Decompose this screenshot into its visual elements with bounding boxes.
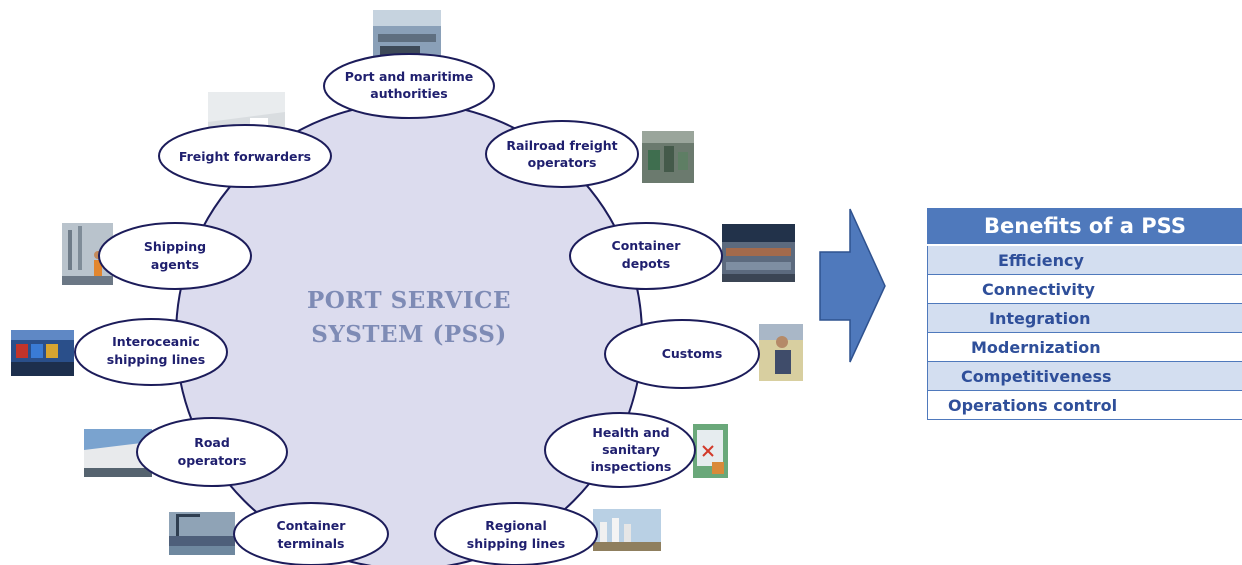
node-interoceanic: Interoceanic shipping lines (74, 318, 228, 386)
benefit-connectivity: Connectivity (982, 279, 1095, 299)
node-container-terminals-line1: Container (277, 518, 347, 533)
node-customs: Customs (604, 319, 760, 389)
benefit-row: Competitiveness (927, 362, 1242, 391)
arrow-right-icon (819, 208, 886, 363)
node-freight-forwarders-line1: Freight forwarders (179, 149, 311, 164)
port-photo (373, 10, 441, 62)
container-depot-photo (722, 224, 795, 282)
benefits-table: Benefits of a PSS Efficiency Connectivit… (927, 208, 1242, 420)
node-railroad-line2: operators (528, 155, 597, 170)
node-container-depots: Container depots (569, 222, 723, 290)
node-railroad-line1: Railroad freight (506, 138, 617, 153)
node-health: Health and sanitary inspections (544, 412, 696, 488)
node-regional-line1: Regional (485, 518, 547, 533)
node-customs-line1: Customs (662, 346, 723, 361)
benefit-row: Integration (927, 304, 1242, 333)
node-health-line3: inspections (591, 459, 672, 474)
benefit-row: Connectivity (927, 275, 1242, 304)
health-photo (693, 424, 728, 478)
node-shipping-agents: Shipping agents (98, 222, 252, 290)
node-health-line2: sanitary (602, 442, 660, 457)
node-port-authorities: Port and maritime authorities (323, 53, 495, 119)
node-road-line2: operators (178, 453, 247, 468)
photo-thumbnails (11, 10, 803, 555)
node-container-depots-line1: Container (612, 238, 682, 253)
node-health-line1: Health and (592, 425, 669, 440)
node-road-line1: Road (194, 435, 230, 450)
node-container-terminals-line2: terminals (278, 536, 345, 551)
center-title-line1: PORT SERVICE (307, 287, 511, 314)
node-road: Road operators (136, 417, 288, 487)
benefit-competitiveness: Competitiveness (961, 366, 1112, 386)
benefits-title: Benefits of a PSS (927, 208, 1242, 246)
benefit-row: Efficiency (927, 246, 1242, 275)
node-railroad: Railroad freight operators (485, 120, 639, 188)
benefit-operations-control: Operations control (948, 395, 1118, 415)
benefit-row: Operations control (927, 391, 1242, 420)
terminal-photo (169, 512, 235, 555)
node-shipping-agents-line2: agents (151, 257, 199, 272)
benefit-integration: Integration (989, 308, 1091, 328)
node-port-authorities-line2: authorities (370, 86, 447, 101)
center-title-line2: SYSTEM (PSS) (311, 321, 507, 348)
railroad-photo (642, 131, 694, 183)
node-shipping-agents-line1: Shipping (144, 239, 206, 254)
interoceanic-photo (11, 330, 74, 376)
node-regional: Regional shipping lines (434, 502, 598, 565)
benefit-efficiency: Efficiency (998, 250, 1084, 270)
node-regional-line2: shipping lines (467, 536, 565, 551)
regional-photo (593, 509, 661, 551)
node-container-terminals: Container terminals (233, 502, 389, 565)
node-port-authorities-line1: Port and maritime (345, 69, 474, 84)
node-interoceanic-line2: shipping lines (107, 352, 205, 367)
node-freight-forwarders: Freight forwarders (158, 124, 332, 188)
benefit-row: Modernization (927, 333, 1242, 362)
nodes: Port and maritime authorities Railroad f… (74, 53, 760, 565)
node-container-depots-line2: depots (622, 256, 670, 271)
node-interoceanic-line1: Interoceanic (112, 334, 200, 349)
road-photo (84, 429, 152, 477)
benefit-modernization: Modernization (971, 337, 1101, 357)
customs-photo (759, 324, 803, 381)
